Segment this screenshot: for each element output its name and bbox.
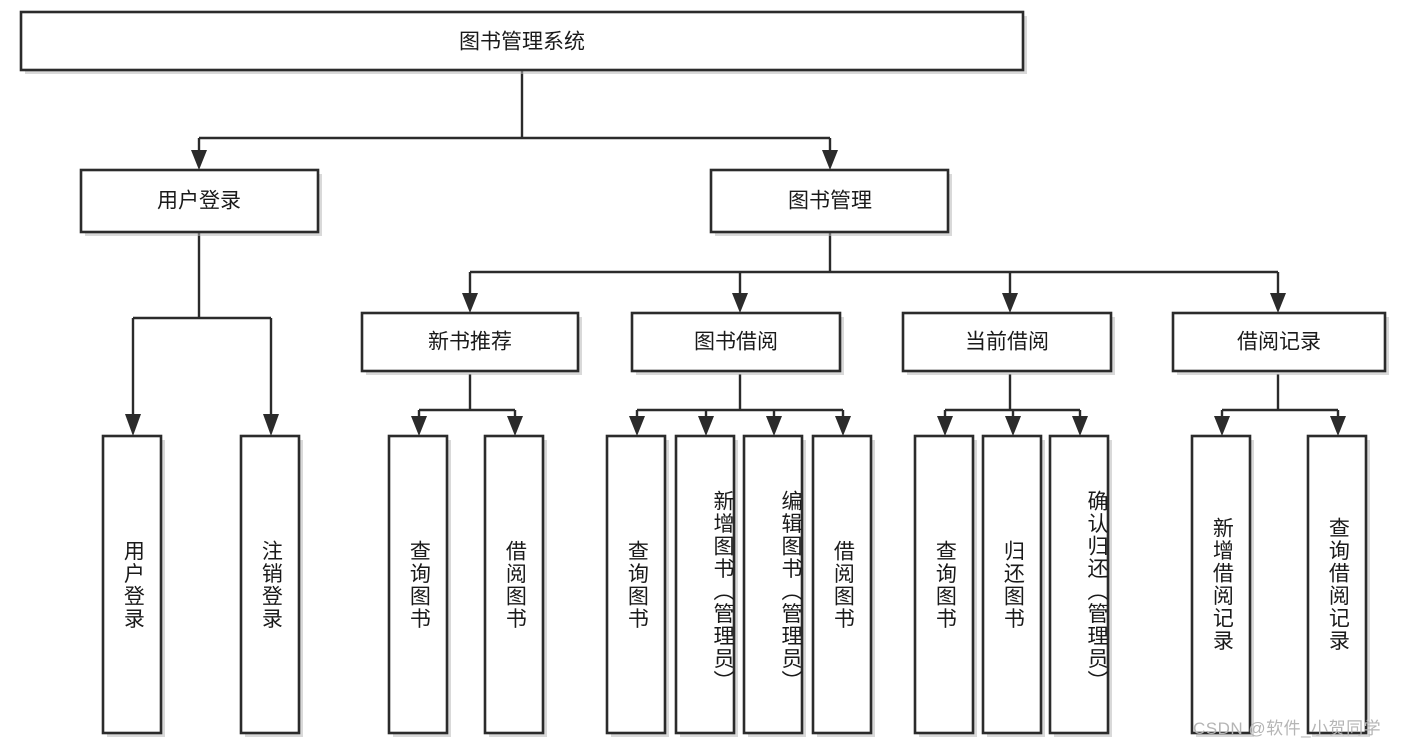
node-book-borrow-label: 图书借阅 <box>694 331 778 354</box>
leaf-edit-book-box[interactable] <box>742 434 804 735</box>
node-new-book-recommend-box[interactable] <box>360 311 580 373</box>
arrow-head-leaf-borrow-book-1 <box>507 416 523 436</box>
node-current-borrow-box[interactable] <box>901 311 1113 373</box>
node-book-manage-box[interactable] <box>709 168 950 234</box>
node-user-login-box[interactable] <box>79 168 320 234</box>
node-new-book-recommend-label: 新书推荐 <box>428 331 512 354</box>
arrow-head-leaf-user-login <box>125 414 141 436</box>
arrow-head-current-borrow <box>1002 293 1018 313</box>
arrow-head-book-manage <box>822 150 838 170</box>
leaf-add-record-box[interactable] <box>1190 434 1252 735</box>
leaf-query-book-2-box[interactable] <box>605 434 667 735</box>
arrow-head-new-book-recommend <box>462 293 478 313</box>
node-layer: 图书管理系统 用户登录 图书管理 新书推荐 图书借阅 当前借阅 <box>19 10 1389 737</box>
arrow-head-user-login <box>191 150 207 170</box>
node-root-box[interactable] <box>19 10 1025 72</box>
arrow-head-leaf-query-record <box>1330 416 1346 436</box>
csdn-watermark: CSDN @软件_小贺同学 <box>1193 719 1382 738</box>
leaf-query-book-3-box[interactable] <box>913 434 975 735</box>
arrow-head-leaf-confirm-return <box>1072 416 1088 436</box>
arrow-head-leaf-query-book-2 <box>629 416 645 436</box>
arrow-head-leaf-query-book-1 <box>411 416 427 436</box>
leaf-query-record-box[interactable] <box>1306 434 1368 735</box>
node-book-manage-label: 图书管理 <box>788 190 872 213</box>
arrow-head-leaf-edit-book <box>766 416 782 436</box>
leaf-borrow-book-2-box[interactable] <box>811 434 873 735</box>
arrow-head-borrow-record <box>1270 293 1286 313</box>
connector-layer <box>125 70 1346 436</box>
node-root-label: 图书管理系统 <box>459 31 585 54</box>
leaf-confirm-return-box[interactable] <box>1048 434 1110 735</box>
arrow-head-leaf-borrow-book-2 <box>835 416 851 436</box>
node-borrow-record-label: 借阅记录 <box>1237 331 1321 354</box>
arrow-head-leaf-return-book <box>1005 416 1021 436</box>
arrow-head-leaf-add-book <box>698 416 714 436</box>
arrow-head-leaf-add-record <box>1214 416 1230 436</box>
node-borrow-record-box[interactable] <box>1171 311 1387 373</box>
leaf-return-book-box[interactable] <box>981 434 1043 735</box>
node-user-login-label: 用户登录 <box>157 190 241 213</box>
arrow-head-leaf-user-logout <box>263 414 279 436</box>
leaf-add-book-box[interactable] <box>674 434 736 735</box>
leaf-borrow-book-1-box[interactable] <box>483 434 545 735</box>
leaf-user-logout-box[interactable] <box>239 434 301 735</box>
arrow-head-leaf-query-book-3 <box>937 416 953 436</box>
node-current-borrow-label: 当前借阅 <box>965 331 1049 354</box>
node-book-borrow-box[interactable] <box>630 311 842 373</box>
leaf-user-login-box[interactable] <box>101 434 163 735</box>
arrow-head-book-borrow <box>732 293 748 313</box>
leaf-query-book-1-box[interactable] <box>387 434 449 735</box>
